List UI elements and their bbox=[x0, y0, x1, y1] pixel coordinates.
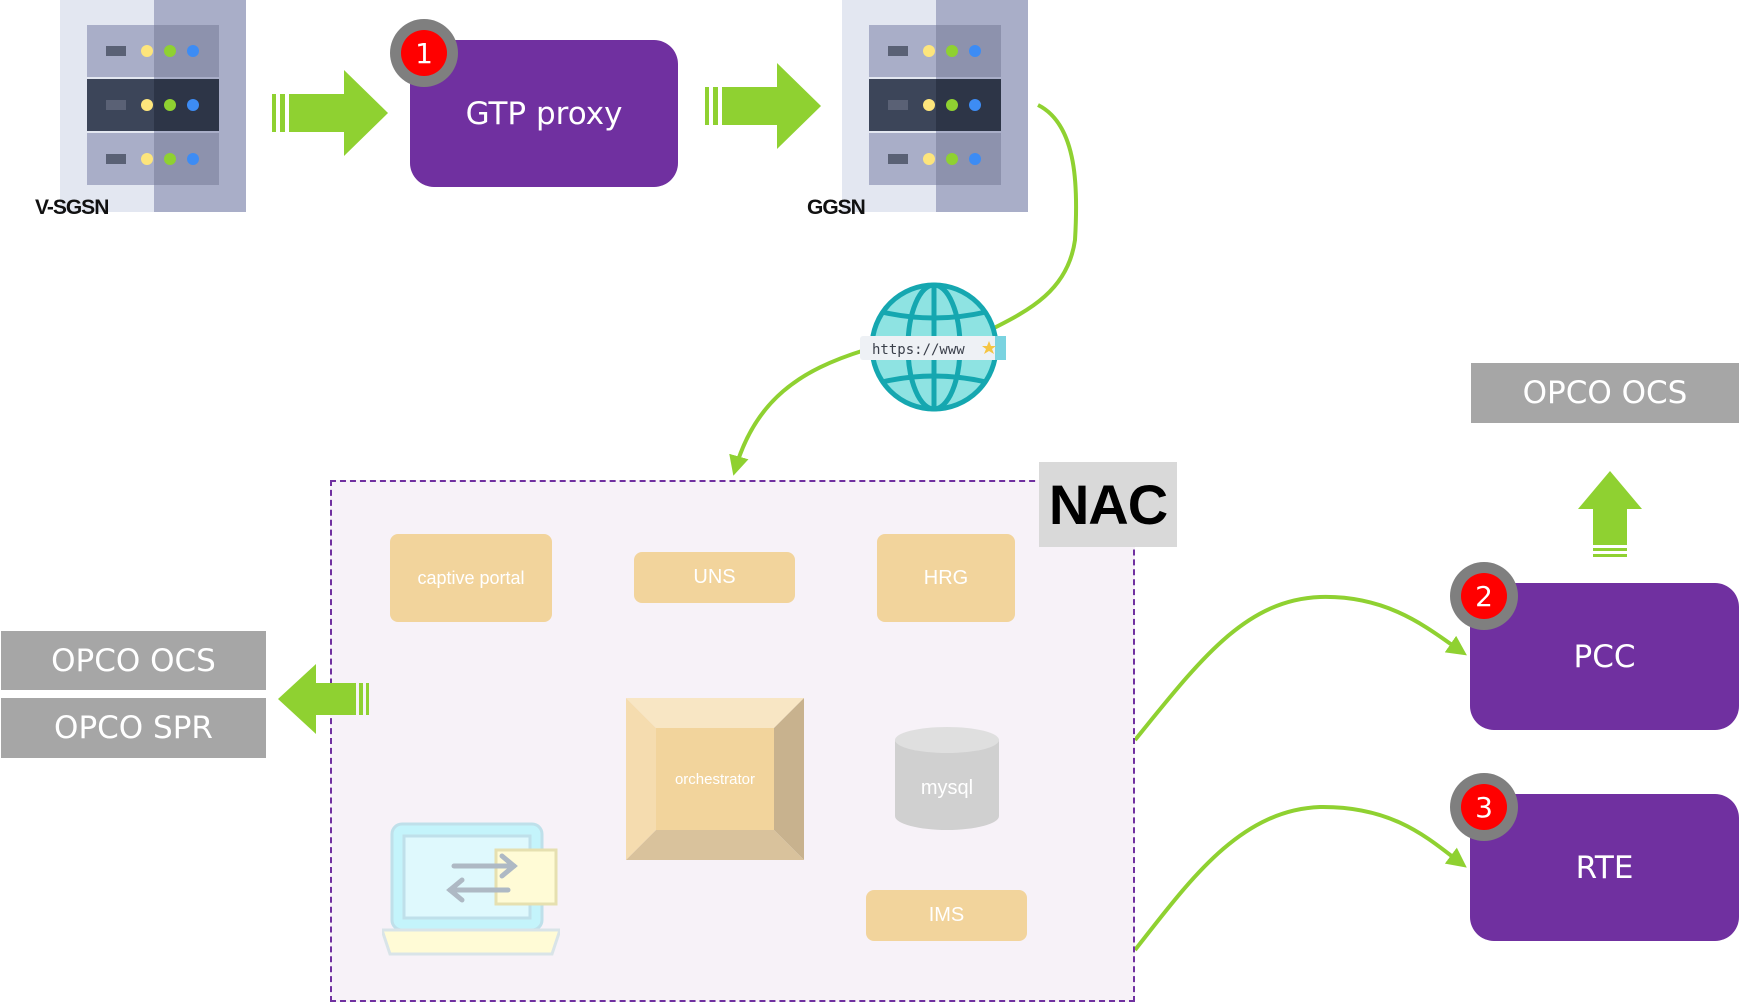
ims-label: IMS bbox=[928, 904, 965, 926]
orchestrator-block: orchestrator bbox=[626, 698, 804, 860]
uns-box: UNS bbox=[634, 552, 795, 603]
step-badge-2-number: 2 bbox=[1461, 573, 1507, 619]
step-badge-1: 1 bbox=[390, 19, 458, 87]
ims-box: IMS bbox=[866, 890, 1027, 941]
opco-ocs-left-label: OPCO OCS bbox=[51, 642, 216, 679]
step-badge-3: 3 bbox=[1450, 773, 1518, 841]
captive-portal-box: captive portal bbox=[390, 534, 552, 622]
opco-spr-box: OPCO SPR bbox=[1, 698, 266, 758]
orchestrator-label: orchestrator bbox=[675, 771, 755, 788]
internet-url-text: https://www bbox=[872, 342, 965, 358]
globe-icon: https://www bbox=[860, 282, 1006, 412]
gtp-proxy-box: GTP proxy bbox=[410, 40, 678, 187]
mysql-label: mysql bbox=[921, 777, 973, 799]
opco-ocs-right-box: OPCO OCS bbox=[1471, 363, 1739, 423]
green-arrow-icon bbox=[705, 63, 821, 149]
pcc-label: PCC bbox=[1573, 638, 1636, 675]
ggsn-to-internet-line bbox=[989, 103, 1079, 332]
database-cylinder-icon: mysql bbox=[895, 727, 999, 830]
green-arrow-icon bbox=[1578, 471, 1642, 557]
internet-to-nac-line bbox=[729, 348, 866, 476]
nac-title: NAC bbox=[1039, 462, 1177, 547]
hrg-box: HRG bbox=[877, 534, 1015, 622]
step-badge-2: 2 bbox=[1450, 562, 1518, 630]
hrg-label: HRG bbox=[923, 566, 969, 589]
v-sgsn-label: V-SGSN bbox=[35, 196, 109, 219]
green-arrow-icon bbox=[272, 70, 388, 156]
green-arrow-icon bbox=[278, 664, 369, 734]
opco-ocs-left-box: OPCO OCS bbox=[1, 631, 266, 690]
server-rack-icon bbox=[60, 0, 246, 212]
opco-ocs-right-label: OPCO OCS bbox=[1522, 375, 1688, 411]
uns-label: UNS bbox=[693, 566, 736, 588]
step-badge-1-number: 1 bbox=[401, 30, 447, 76]
nac-to-pcc-line bbox=[1133, 594, 1467, 742]
step-badge-3-number: 3 bbox=[1461, 784, 1507, 830]
laptop-transfer-icon bbox=[382, 822, 560, 956]
gtp-proxy-label: GTP proxy bbox=[465, 95, 623, 132]
ggsn-label: GGSN bbox=[807, 196, 866, 219]
server-rack-icon bbox=[842, 0, 1028, 212]
captive-portal-label: captive portal bbox=[417, 567, 525, 588]
rte-label: RTE bbox=[1575, 849, 1634, 886]
opco-spr-label: OPCO SPR bbox=[54, 710, 213, 746]
nac-to-rte-line bbox=[1133, 804, 1467, 952]
